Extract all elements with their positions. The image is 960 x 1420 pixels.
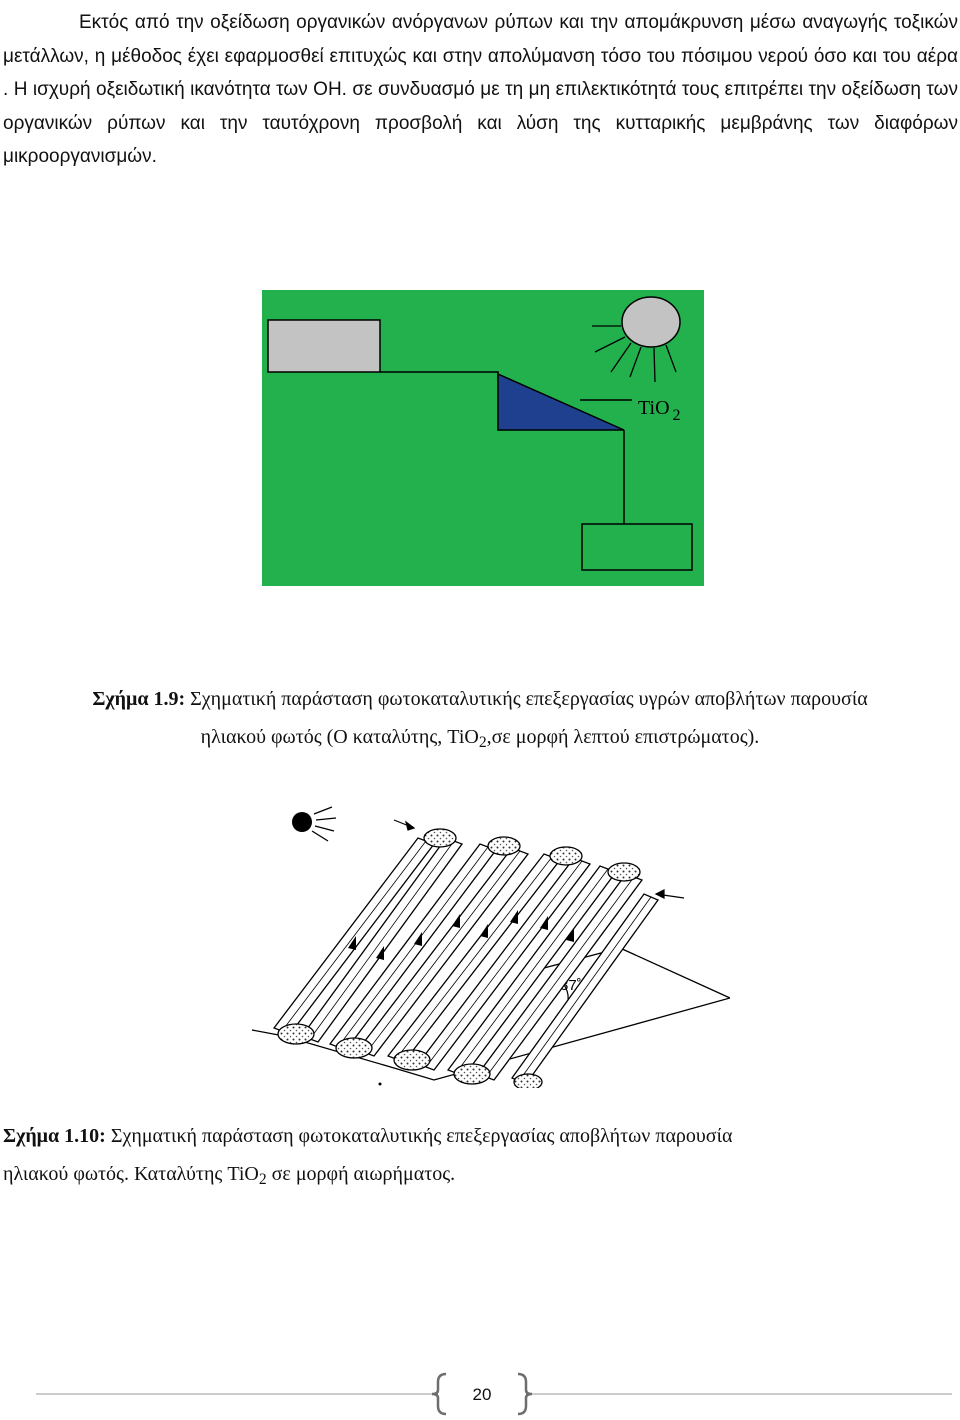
caption-2-line1: Σχηματική παράσταση φωτοκαταλυτικής επεξ… [105,1125,733,1147]
feed-tank [267,319,381,373]
caption-2-label: Σχήμα 1.10: [3,1125,106,1147]
caption-1-line2-pre: ηλιακού φωτός (Ο καταλύτης, TiO [200,726,479,748]
caption-2-line2-post: σε μορφή αιωρήματος. [266,1163,456,1185]
caption-2-line2-pre: ηλιακού φωτός. Καταλύτης TiO [3,1163,259,1185]
top-bends [423,828,641,882]
caption-1-line2-post: ,σε μορφή λεπτού επιστρώματος). [486,726,760,748]
collection-tank [581,523,693,571]
caption-1-label: Σχήμα 1.9: [92,688,186,710]
caption-2-subscript: 2 [258,1170,267,1188]
page-footer: 20 [36,1372,952,1416]
sun-icon [621,296,681,348]
caption-1-line1: Σχηματική παράσταση φωτοκαταλυτικής επεξ… [185,688,868,710]
flow-arrows [348,910,574,960]
page-number: 20 [473,1385,492,1404]
figure-caption-2: Σχήμα 1.10: Σχηματική παράσταση φωτοκατα… [3,1117,953,1195]
inlet-arrow [393,819,416,831]
bottom-bends [277,1023,543,1088]
sun-icon [292,812,312,832]
figure-caption-1: Σχήμα 1.9: Σχηματική παράσταση φωτοκαταλ… [0,680,960,758]
figure-tube-reactor: 37˚ [251,806,730,1088]
caption-1-subscript: 2 [478,733,487,751]
tube-highlights [281,840,652,1082]
catalyst-panel [497,372,625,431]
sun-rays [592,325,677,383]
left-brace [431,1372,447,1416]
right-brace [517,1372,533,1416]
sun-rays [311,806,337,842]
reactor-tubes [272,837,659,1085]
outlet-arrow [654,889,685,899]
body-paragraph: Εκτός από την οξείδωση οργανικών ανόργαν… [3,12,958,167]
